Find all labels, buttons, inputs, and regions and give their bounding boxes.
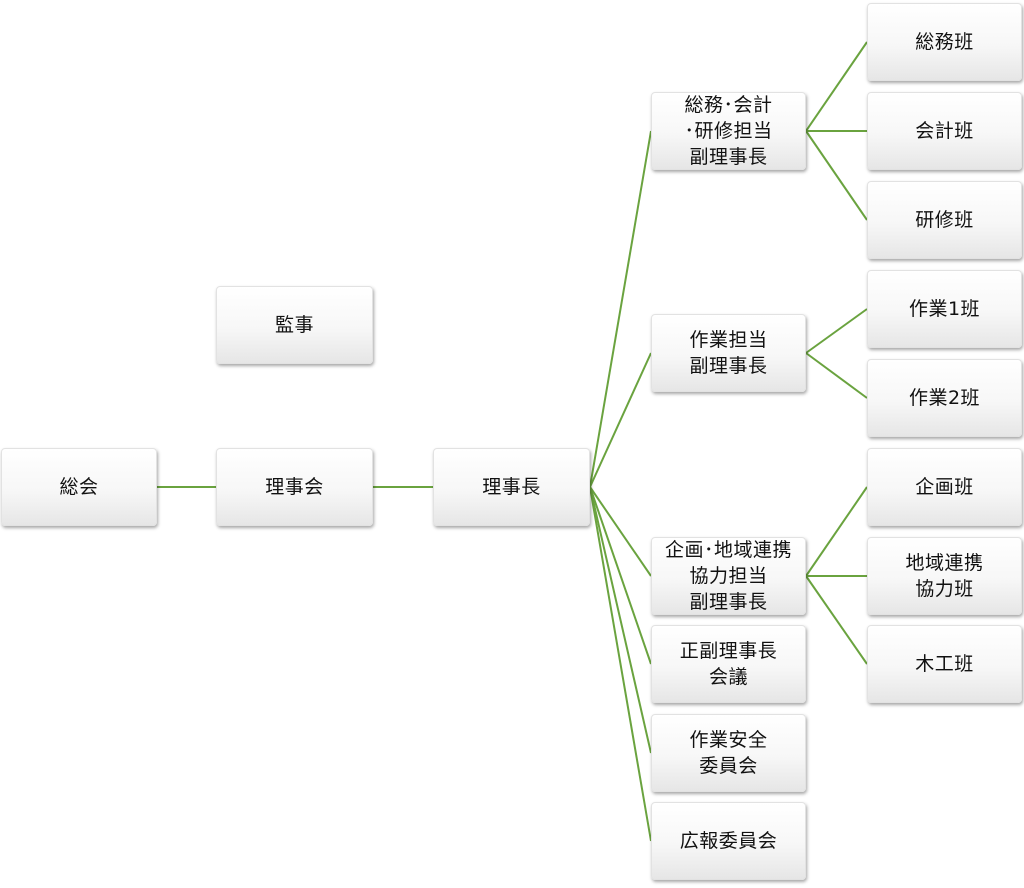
node-kanji: 監事 — [216, 286, 373, 364]
node-rijikai: 理事会 — [216, 448, 373, 526]
node-sagyo-anzen: 作業安全 委員会 — [651, 714, 806, 792]
node-sagyo2-han: 作業2班 — [867, 359, 1022, 437]
connector-rijicho-sei-fuku-kaigi — [589, 486, 652, 665]
node-vp-kikaku: 企画･地域連携 協力担当 副理事長 — [651, 537, 806, 615]
connector-rijicho-vp-sagyo — [589, 352, 652, 488]
connector-vp-somu-somu-han — [805, 41, 868, 132]
node-vp-somu: 総務･会計 ･研修担当 副理事長 — [651, 92, 806, 170]
connector-rijicho-sagyo-anzen — [589, 486, 652, 754]
node-rijicho: 理事長 — [433, 448, 590, 526]
connector-vp-sagyo-sagyo1-han — [805, 308, 868, 354]
connector-vp-kikaku-mokko-han — [805, 575, 868, 665]
node-sagyo1-han: 作業1班 — [867, 270, 1022, 348]
node-koho: 広報委員会 — [651, 802, 806, 880]
node-kenshu-han: 研修班 — [867, 181, 1022, 259]
node-vp-sagyo: 作業担当 副理事長 — [651, 314, 806, 392]
node-sei-fuku-kaigi: 正副理事長 会議 — [651, 625, 806, 703]
connector-rijicho-vp-somu — [589, 130, 652, 488]
node-chiiki-han: 地域連携 協力班 — [867, 537, 1022, 615]
connector-rijicho-vp-kikaku — [589, 486, 652, 577]
connector-vp-kikaku-kikaku-han — [805, 486, 868, 577]
node-sokai: 総会 — [1, 448, 157, 526]
connector-rijicho-koho — [589, 486, 652, 842]
node-kaikei-han: 会計班 — [867, 92, 1022, 170]
node-kikaku-han: 企画班 — [867, 448, 1022, 526]
node-somu-han: 総務班 — [867, 3, 1022, 81]
connector-vp-sagyo-sagyo2-han — [805, 352, 868, 399]
node-mokko-han: 木工班 — [867, 625, 1022, 703]
connector-vp-somu-kenshu-han — [805, 130, 868, 221]
